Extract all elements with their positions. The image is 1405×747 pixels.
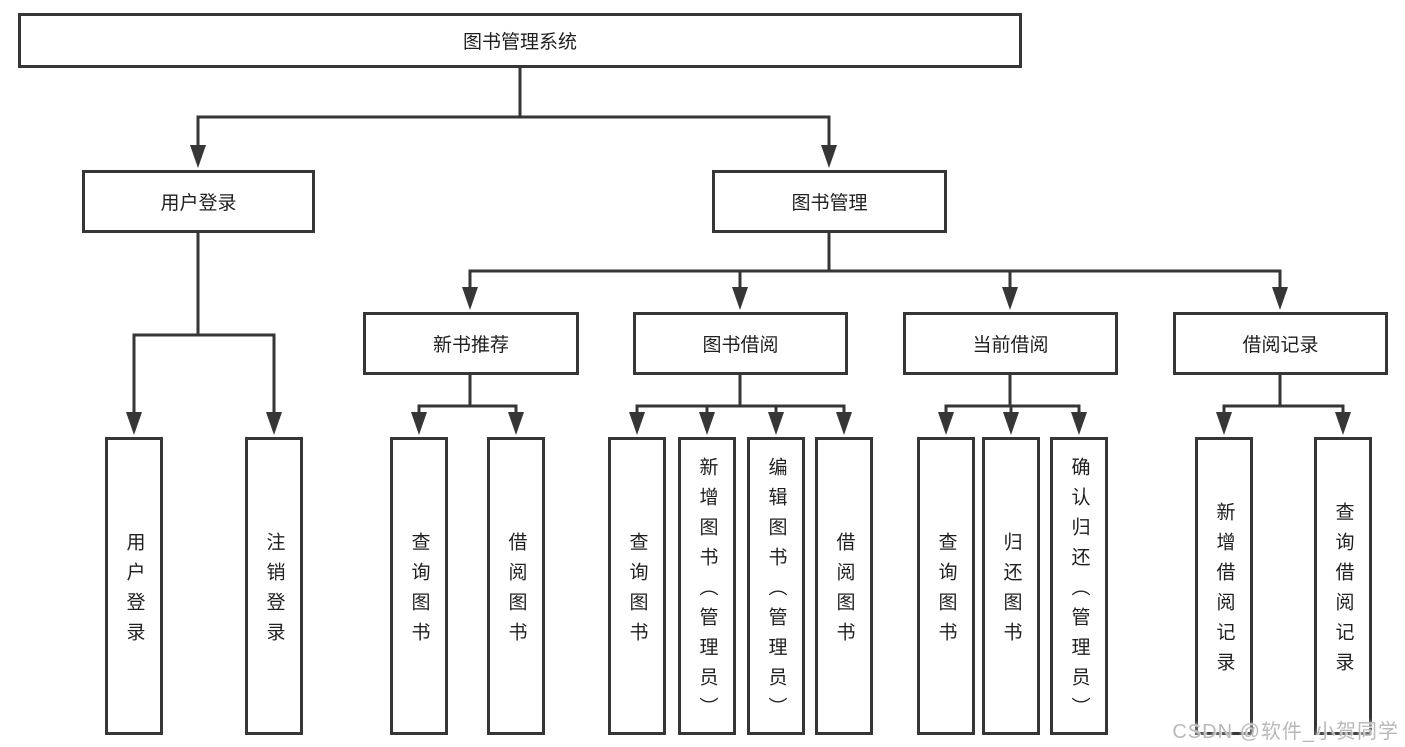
node-user-login: 用户登录 bbox=[82, 170, 315, 233]
leaf-borrow-books: 借阅图书 bbox=[815, 437, 873, 735]
node-book-management: 图书管理 bbox=[712, 170, 947, 233]
node-label: 新增图书（管理员） bbox=[696, 456, 718, 727]
leaf-logout: 注销登录 bbox=[245, 437, 303, 735]
node-label: 归还图书 bbox=[1000, 531, 1022, 652]
node-label: 借阅记录 bbox=[1242, 335, 1319, 356]
node-label: 用户登录 bbox=[123, 531, 145, 652]
node-label: 图书借阅 bbox=[702, 335, 779, 356]
node-current-borrowing: 当前借阅 bbox=[903, 312, 1118, 375]
node-label: 查询图书 bbox=[408, 531, 430, 652]
node-label: 编辑图书（管理员） bbox=[765, 456, 787, 727]
node-label: 借阅图书 bbox=[833, 531, 855, 652]
leaf-user-login: 用户登录 bbox=[105, 437, 163, 735]
node-label: 借阅图书 bbox=[505, 531, 527, 652]
node-book-borrowing: 图书借阅 bbox=[633, 312, 848, 375]
node-root-system: 图书管理系统 bbox=[18, 13, 1022, 68]
leaf-borrow-books-recommend: 借阅图书 bbox=[487, 437, 545, 735]
leaf-confirm-return-admin: 确认归还（管理员） bbox=[1050, 437, 1108, 735]
node-label: 注销登录 bbox=[263, 531, 285, 652]
leaf-query-books-borrow: 查询图书 bbox=[608, 437, 666, 735]
csdn-watermark: CSDN @软件_小贺同学 bbox=[1172, 721, 1399, 743]
leaf-return-books: 归还图书 bbox=[982, 437, 1040, 735]
leaf-edit-books-admin: 编辑图书（管理员） bbox=[747, 437, 805, 735]
node-label: 查询图书 bbox=[935, 531, 957, 652]
node-label: 新书推荐 bbox=[432, 335, 509, 356]
leaf-add-borrow-record: 新增借阅记录 bbox=[1195, 437, 1253, 735]
leaf-query-borrow-record: 查询借阅记录 bbox=[1314, 437, 1372, 735]
node-label: 查询图书 bbox=[626, 531, 648, 652]
leaf-query-books-recommend: 查询图书 bbox=[390, 437, 448, 735]
node-label: 图书管理 bbox=[791, 193, 868, 214]
node-borrowing-records: 借阅记录 bbox=[1173, 312, 1388, 375]
node-label: 确认归还（管理员） bbox=[1068, 456, 1090, 727]
leaf-query-books-current: 查询图书 bbox=[917, 437, 975, 735]
node-label: 新增借阅记录 bbox=[1213, 501, 1235, 682]
node-label: 当前借阅 bbox=[972, 335, 1049, 356]
node-new-book-recommendation: 新书推荐 bbox=[363, 312, 579, 375]
node-label: 查询借阅记录 bbox=[1332, 501, 1354, 682]
leaf-add-books-admin: 新增图书（管理员） bbox=[678, 437, 736, 735]
node-label: 图书管理系统 bbox=[462, 32, 577, 53]
node-label: 用户登录 bbox=[160, 193, 237, 214]
